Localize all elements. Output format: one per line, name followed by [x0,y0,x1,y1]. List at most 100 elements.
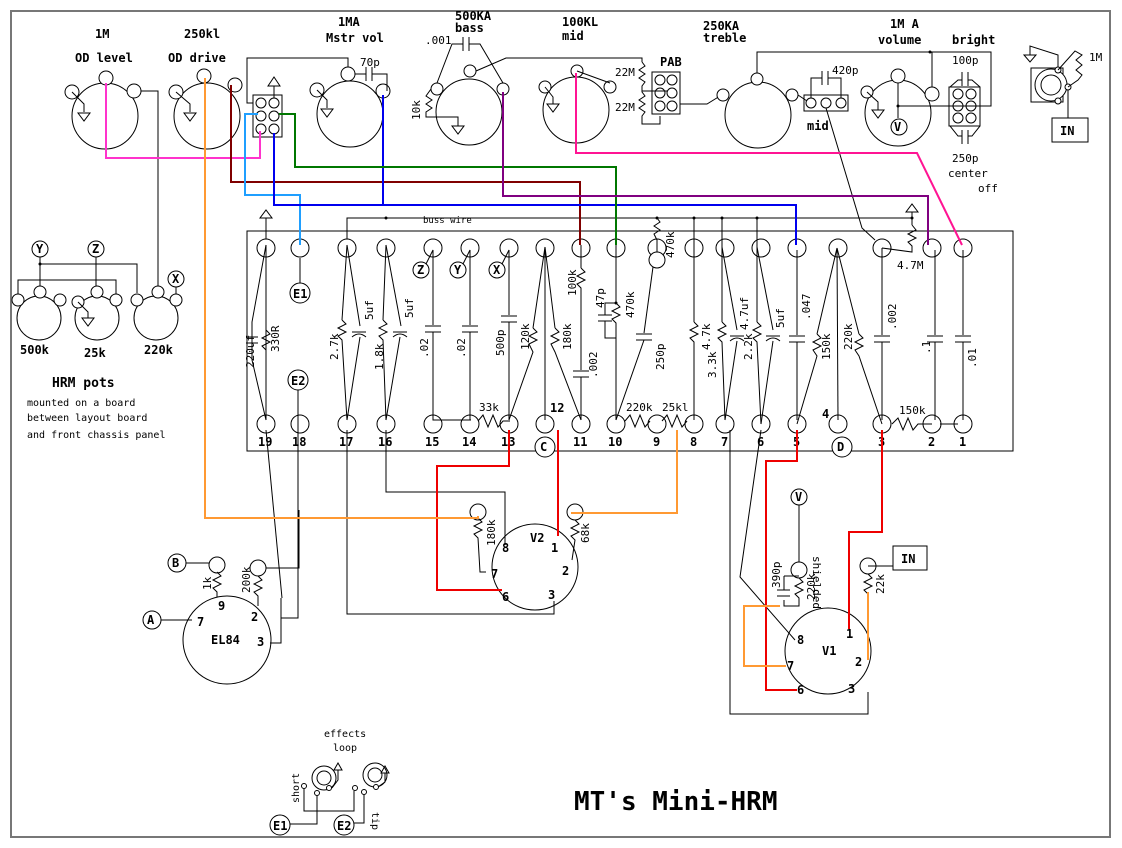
component-label: 25kl [662,401,689,414]
mid-switch: 420p mid [803,64,876,241]
eyelet-number-label: 7 [721,435,728,449]
pot-name-label: volume [878,33,921,47]
component-label: 2.7k [328,333,341,360]
tube-v2: V2 8 1 7 2 6 3 180k 68k [469,503,592,611]
wire-red-v1-6 [765,430,798,691]
marker-a: A [147,613,155,627]
eyelet-number-label: 19 [258,435,272,449]
effects-loop[interactable]: effects loop short tip E1 E2 [269,729,390,836]
lower-black-wires [265,429,869,715]
wire-blue [273,133,797,245]
component-label: 1.8k [373,343,386,370]
shielded-label: shielded [810,556,823,609]
eyelet-top-6 [751,238,771,258]
tube-label: V1 [822,644,836,658]
component-label: 5uf [363,300,376,320]
wire-pink [575,73,963,246]
pot-value-label: 250KA [703,19,740,33]
wires [105,73,963,519]
pot-value-label: 100KL [562,15,598,29]
switch-label: bright [952,33,995,47]
ground-icon [871,109,885,119]
component-label: 4.7M [897,259,924,272]
cap-label: .001 [425,34,452,47]
pot-value-label: 1M [95,27,109,41]
component-label: 330R [269,325,282,352]
layout-board: buss wire [246,203,1014,452]
pin-label: 1 [846,627,853,641]
switch-block-od [246,57,349,138]
component-label: 150k [820,333,833,360]
pin-label: 3 [548,588,555,602]
hrm-pot-label: 500k [20,343,50,357]
pin-label: 9 [218,599,225,613]
pin-label: 6 [502,590,509,604]
component-label: .02 [418,338,431,358]
input-jack[interactable]: 1M IN [1022,45,1103,143]
hrm-pots: Y Z X 500k 25k 220k HRM pots mounted on … [11,91,185,441]
ground-icon [451,125,465,135]
ground-icon [380,764,390,774]
eyelet-number-label: 6 [757,435,764,449]
wire-red-v1-1 [848,430,883,629]
pot-name-label: mid [562,29,584,43]
page-frame [10,10,1111,838]
pab-label: PAB [660,55,682,69]
component-label: 33k [479,401,499,414]
pot-value-label: 250kl [184,27,220,41]
pot-od-level: 1M OD level [64,27,159,270]
tube-label: EL84 [211,633,240,647]
effects-title: effects [324,729,366,740]
pot-bass: 500KA bass .001 10k [410,9,643,146]
pot-volume: 1M A volume V [860,17,992,147]
pab-switch: PAB 22M 22M [615,55,721,125]
pin-label: 7 [197,615,204,629]
pot-mid: 100KL mid [538,15,617,144]
cap-label: 100p [952,54,979,67]
pin-label: 2 [251,610,258,624]
ground-icon [183,112,197,122]
hrm-title: HRM pots [52,376,115,391]
eyelet-top-2 [922,238,942,258]
ground-arrow-icon [905,203,919,213]
pin-label: 8 [502,541,509,555]
wire-orange-v2 [571,430,678,514]
switch-note: center [948,167,988,180]
eyelet-number-label: 10 [608,435,622,449]
eyelet-row-top [256,238,973,258]
component-label: 4.7uf [738,297,751,330]
pin-label: 3 [848,682,855,696]
wire-lightblue [244,113,301,245]
resistor-label: 1k [201,576,214,590]
short-label: short [291,773,302,803]
eyelet-bottom-9 [647,414,667,434]
marker-e1[interactable]: E1 [293,287,307,301]
wire-orange-v1 [743,605,786,667]
marker-e2[interactable]: E2 [291,374,305,388]
wire-magenta [105,83,261,159]
component-label: 180k [561,323,574,350]
pin-label: 6 [797,683,804,697]
marker-d: D [837,440,844,454]
marker-y: Y [454,263,462,277]
input-label: IN [1060,124,1074,138]
marker-y: Y [36,242,44,256]
input-label: IN [901,552,915,566]
component-label: 5uf [774,308,787,328]
switch-label: mid [807,119,829,133]
resistor-label: 22k [874,574,887,594]
component-label: .1 [920,341,933,354]
eyelet-top-4 [828,238,848,258]
cap-label: 250p [952,152,979,165]
lower-wires [436,430,883,691]
component-label: 4.7k [700,323,713,350]
pot-name-label: bass [455,21,484,35]
board-components: 220uf 330R E1 E2 2.7k 5uf 1.8k 5uf Z .02… [244,217,979,619]
component-label: 150k [899,404,926,417]
eyelet-number-label: 11 [573,435,587,449]
ground-icon [320,108,334,118]
component-label: 47p [594,288,607,308]
component-label: 2.2k [742,333,755,360]
